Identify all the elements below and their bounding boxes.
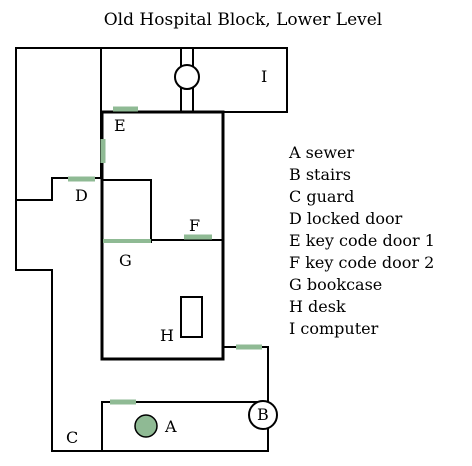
- legend: A sewer B stairs C guard D locked door E…: [288, 143, 435, 338]
- desk-shape: [180, 296, 203, 338]
- label-d: D: [75, 186, 88, 205]
- label-i: I: [261, 67, 267, 86]
- east-connector-wall: [223, 346, 269, 402]
- legend-item: E key code door 1: [289, 231, 435, 250]
- sewer-room-wall: [101, 401, 268, 451]
- sewer-icon: [134, 414, 158, 438]
- legend-item: C guard: [289, 187, 354, 206]
- map-title: Old Hospital Block, Lower Level: [104, 10, 382, 30]
- stairs-icon: [248, 400, 278, 430]
- legend-item: A sewer: [288, 143, 354, 162]
- legend-item: G bookcase: [289, 275, 382, 294]
- label-e: E: [114, 116, 126, 135]
- west-corridor-wall: [15, 47, 269, 452]
- label-g: G: [119, 251, 132, 270]
- label-c: C: [66, 428, 78, 447]
- legend-item: B stairs: [289, 165, 351, 184]
- computer-icon: [174, 64, 200, 90]
- legend-item: H desk: [289, 297, 346, 316]
- label-h: H: [160, 326, 174, 345]
- bookcase-room-wall: [101, 179, 152, 243]
- label-b: B: [257, 405, 269, 424]
- label-a: A: [164, 417, 177, 436]
- legend-item: D locked door: [289, 209, 403, 228]
- legend-item: F key code door 2: [289, 253, 434, 272]
- label-f: F: [189, 216, 200, 235]
- legend-item: I computer: [289, 319, 379, 338]
